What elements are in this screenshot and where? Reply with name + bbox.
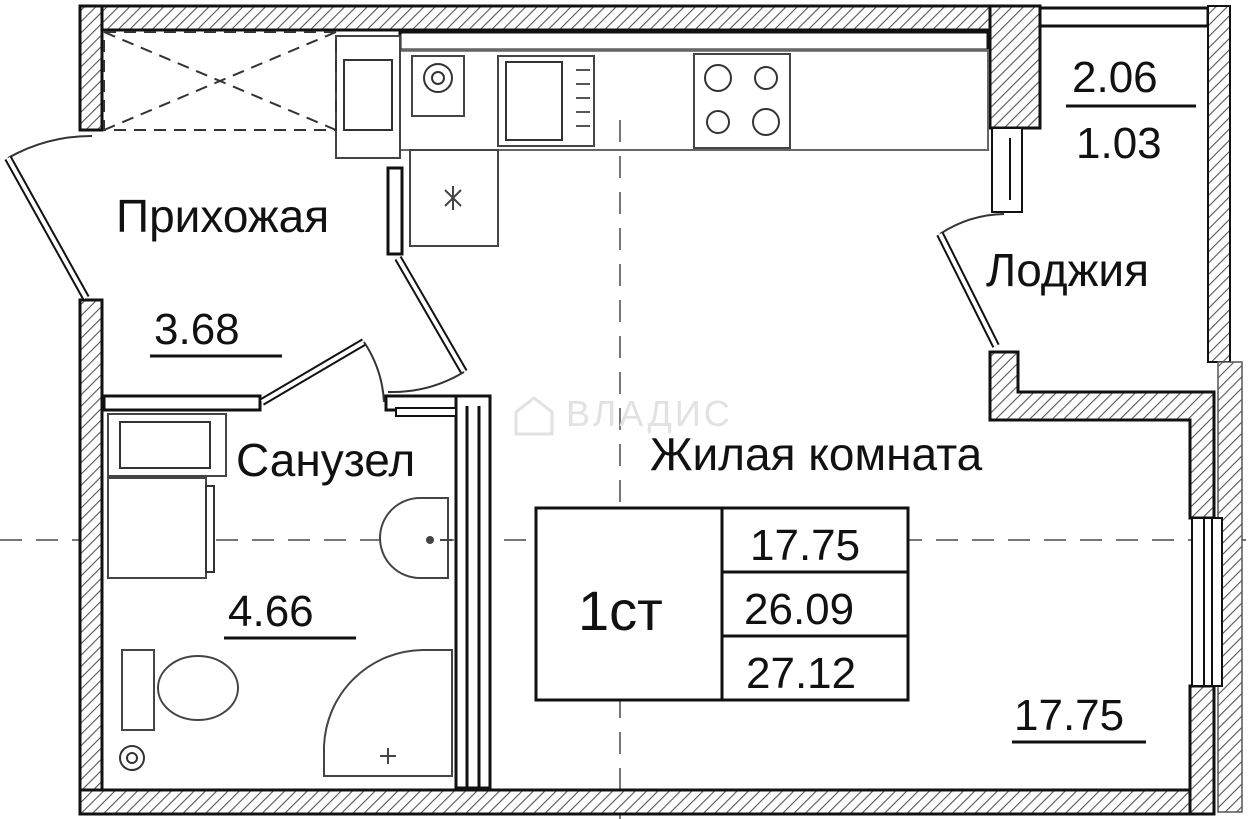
kitchen-counter: [398, 30, 990, 151]
summary-total-area: 26.09: [744, 585, 854, 634]
bathroom-fixtures: [107, 413, 453, 777]
watermark: ВЛАДИС: [514, 393, 733, 436]
wardrobe: [103, 31, 337, 131]
room-name-living: Жилая комната: [650, 428, 983, 480]
loggia-door: [936, 127, 1023, 348]
summary-living-area: 17.75: [750, 521, 860, 570]
room-area-living: 17.75: [1014, 691, 1124, 740]
room-name-loggia: Лоджия: [986, 244, 1149, 296]
kitchen-appliances: [335, 35, 791, 247]
room-area-hallway: 3.68: [154, 305, 240, 354]
living-door: [387, 255, 468, 394]
summary-total-with-loggia: 27.12: [746, 649, 856, 698]
room-name-bathroom: Санузел: [236, 434, 415, 486]
window-right: [1191, 517, 1223, 687]
partition-hallway: [386, 166, 404, 256]
watermark-text: ВЛАДИС: [566, 393, 733, 434]
entrance-door: [4, 134, 93, 300]
outer-walls: [78, 4, 1243, 816]
bathroom-walls: [102, 338, 492, 790]
room-area-bathroom: 4.66: [228, 587, 314, 636]
room-area-loggia-reduced: 1.03: [1076, 119, 1162, 168]
summary-table: 1ст 17.75 26.09 27.12: [534, 506, 910, 702]
apartment-type: 1ст: [578, 579, 663, 642]
room-area-loggia-full: 2.06: [1072, 53, 1158, 102]
room-name-hallway: Прихожая: [116, 190, 329, 242]
